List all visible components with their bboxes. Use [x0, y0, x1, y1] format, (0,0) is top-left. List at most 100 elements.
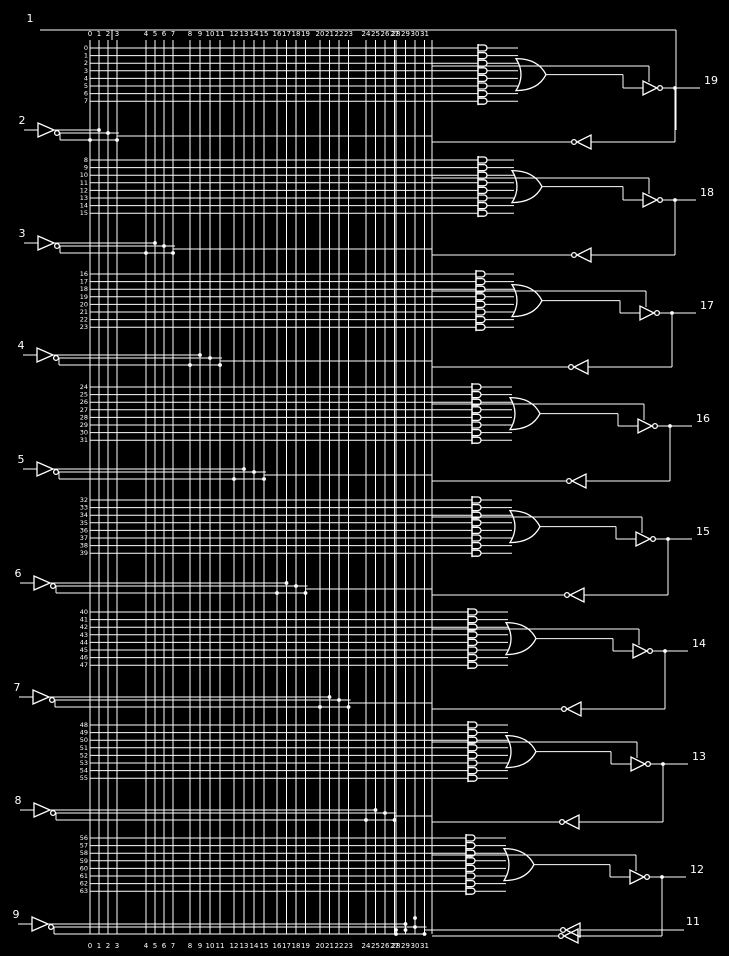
feedback-inverter-bubble: [570, 138, 578, 146]
output-inverter-bubble: [656, 196, 664, 204]
product-term-label: 10: [80, 171, 88, 179]
product-term-label: 59: [80, 857, 88, 865]
product-term-label: 16: [80, 270, 88, 278]
junction-dot: [364, 818, 368, 822]
product-term-label: 4: [84, 74, 88, 82]
junction-dot: [218, 363, 222, 367]
and-gate: [477, 156, 488, 164]
and-gate: [471, 496, 482, 504]
junction-dot: [144, 251, 148, 255]
junction-dot: [106, 131, 110, 135]
product-term-label: 47: [80, 661, 88, 669]
product-term-label: 30: [80, 429, 88, 437]
column-label-top: 31: [420, 30, 429, 38]
column-label-bottom: 12: [230, 942, 239, 950]
output-inverter-gate: [632, 642, 649, 660]
input-pin-label: 4: [18, 339, 25, 352]
column-label-bottom: 14: [250, 942, 259, 950]
junction-dot: [284, 581, 289, 585]
and-gate: [467, 744, 478, 752]
product-term-label: 52: [80, 751, 88, 759]
feedback-buffer-gate: [562, 927, 579, 945]
output-inverter-gate: [639, 304, 656, 322]
product-term-label: 32: [80, 496, 88, 504]
input-inverter-bubble: [49, 582, 57, 590]
column-label-bottom: 4: [144, 942, 149, 950]
product-term-label: 58: [80, 849, 88, 857]
column-label-top: 29: [401, 30, 410, 38]
and-gate: [477, 67, 488, 75]
feedback-junction-dot: [660, 875, 664, 879]
input-inverter-bubble: [52, 468, 60, 476]
column-label-top: 12: [230, 30, 239, 38]
column-label-bottom: 20: [316, 942, 325, 950]
and-gate: [477, 74, 488, 83]
product-term-label: 54: [80, 767, 88, 775]
column-label-bottom: 2: [106, 942, 110, 950]
product-term-label: 22: [80, 316, 88, 324]
input-pin-label: 8: [15, 794, 22, 807]
product-term-label: 27: [80, 406, 88, 414]
column-label-bottom: 23: [344, 942, 353, 950]
product-term-label: 6: [84, 90, 88, 98]
input-inverter-bubble: [53, 242, 61, 250]
and-gate: [471, 519, 482, 527]
input-pin-label: 1: [27, 12, 34, 25]
junction-dot: [422, 932, 427, 936]
product-term-label: 28: [80, 413, 88, 421]
product-term-label: 8: [84, 156, 88, 164]
and-gate: [467, 661, 478, 669]
product-term-label: 39: [80, 549, 88, 557]
junction-dot: [373, 808, 378, 812]
input-pin-label: 2: [19, 114, 26, 127]
output-pin-label: 14: [692, 637, 706, 650]
column-label-top: 30: [411, 30, 420, 38]
product-term-label: 21: [80, 308, 88, 316]
or-gate: [504, 734, 537, 769]
input-pin-label: 7: [14, 681, 21, 694]
product-term-label: 46: [80, 654, 88, 662]
input-buffer-gate: [32, 689, 51, 705]
column-label-bottom: 15: [260, 942, 269, 950]
column-label-top: 21: [325, 30, 334, 38]
product-term-label: 2: [84, 59, 88, 67]
column-label-bottom: 6: [162, 942, 167, 950]
junction-dot: [403, 922, 408, 926]
input-buffer-gate: [31, 916, 50, 932]
column-label-bottom: 11: [216, 942, 225, 950]
product-term-label: 15: [80, 209, 88, 217]
and-gate: [467, 774, 478, 782]
junction-dot: [327, 695, 332, 699]
output-inverter-bubble: [646, 647, 654, 655]
feedback-inverter-bubble: [559, 926, 567, 934]
feedback-buffer-gate: [575, 133, 592, 151]
and-gate: [471, 503, 482, 512]
column-label-top: 5: [153, 30, 157, 38]
feedback-buffer-gate: [575, 246, 592, 264]
junction-dot: [198, 353, 202, 357]
and-gate: [475, 323, 486, 331]
product-term-label: 11: [80, 179, 88, 187]
product-term-label: 23: [80, 323, 88, 331]
product-term-label: 18: [80, 285, 88, 293]
junction-dot: [403, 928, 408, 932]
product-term-label: 62: [80, 880, 88, 888]
column-label-top: 27: [390, 30, 399, 38]
and-gate: [471, 541, 482, 550]
column-label-bottom: 9: [198, 942, 202, 950]
and-gate: [465, 841, 476, 850]
column-label-top: 2: [106, 30, 110, 38]
product-term-label: 19: [80, 293, 88, 301]
output-inverter-gate: [642, 79, 659, 97]
column-label-bottom: 8: [188, 942, 192, 950]
and-gate: [467, 615, 478, 624]
and-gate: [465, 864, 476, 873]
output-inverter-bubble: [653, 309, 661, 317]
junction-dot: [383, 811, 387, 815]
column-label-top: 4: [144, 30, 149, 38]
and-gate: [471, 406, 482, 414]
feedback-junction-dot: [668, 424, 672, 428]
product-term-label: 20: [80, 300, 88, 308]
and-gate: [477, 179, 488, 187]
